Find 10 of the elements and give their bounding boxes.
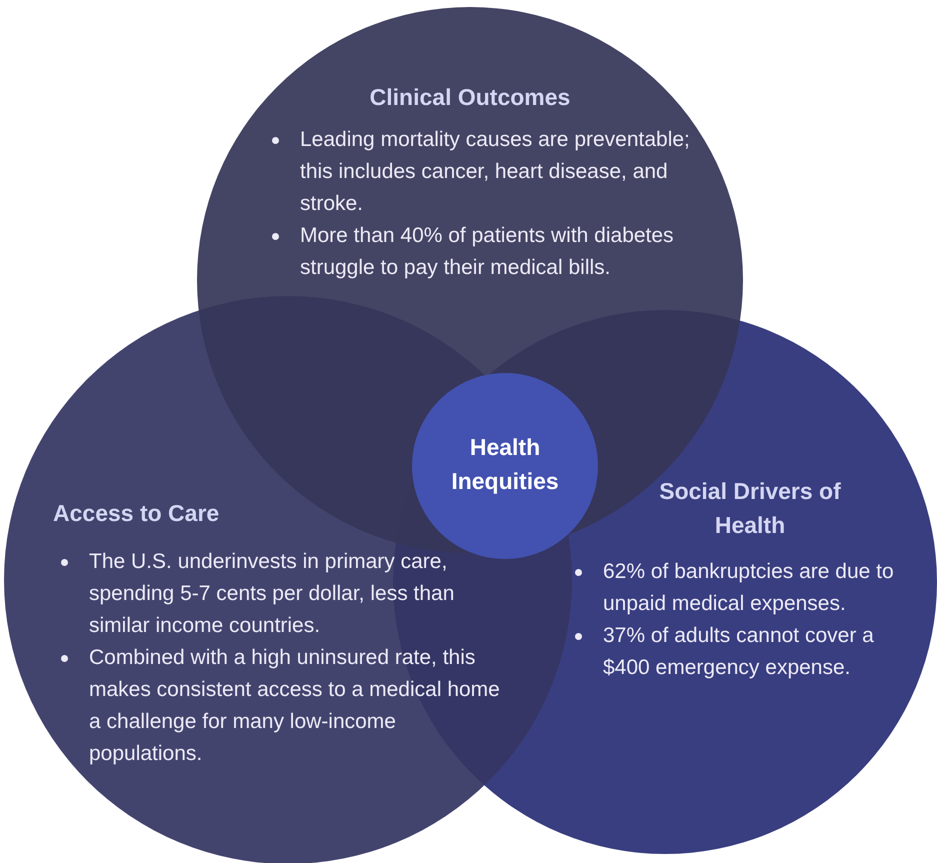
bullet-text: 37% of adults cannot cover a $400 emergency expense. bbox=[603, 623, 875, 681]
circle-heading: Clinical Outcomes bbox=[368, 83, 572, 112]
circle-heading: Social Drivers of Health bbox=[658, 477, 842, 540]
circle-heading: Health Inequities bbox=[450, 433, 560, 496]
bullet-text: Combined with a high uninsured rate, this makes consistent access to a medical home a challenge for many low-income populations. bbox=[89, 645, 501, 767]
bullet-text: Leading mortality causes are preventable; this includes cancer, heart disease, and stroke. bbox=[300, 127, 691, 217]
bullet-text: The U.S. underinvests in primary care, spending 5-7 cents per dollar, less than similar income countries. bbox=[89, 549, 456, 639]
bullet-text: 62% of bankruptcies are due to unpaid medical expenses. bbox=[603, 559, 895, 617]
bullet-text: More than 40% of patients with diabetes struggle to pay their medical bills. bbox=[300, 223, 675, 281]
circle-heading: Access to Care bbox=[53, 499, 220, 528]
